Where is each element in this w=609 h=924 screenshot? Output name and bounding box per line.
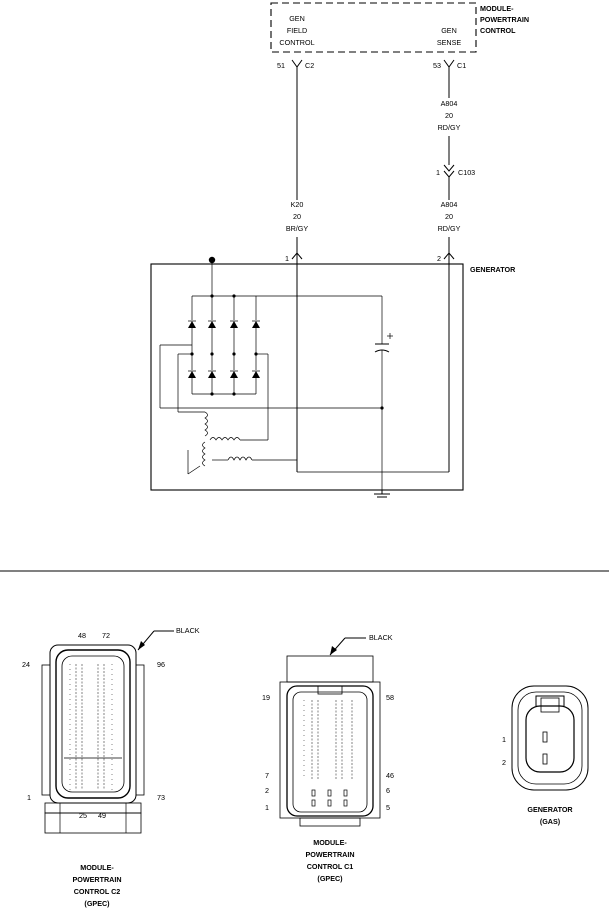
c1-caption-line1: MODULE- (313, 838, 347, 847)
c1-caption-line2: POWERTRAIN (305, 850, 354, 859)
connector-chevron-icon (443, 170, 455, 178)
connector-chevron-icon (443, 59, 455, 68)
case-ground-dot-icon (208, 256, 216, 264)
generator-pin-1: 1 (285, 254, 289, 263)
gen-conn-pin-1: 1 (502, 735, 506, 744)
module-title-line2: POWERTRAIN (480, 15, 529, 24)
generator-block: GENERATOR 1 2 (150, 252, 516, 498)
connector-generator-view: 1 2 GENERATOR (GAS) (502, 685, 589, 826)
c1-pin-19: 19 (262, 693, 270, 702)
c1-caption-line4: (GPEC) (317, 874, 343, 883)
connector-label-c1: C1 (457, 61, 466, 70)
c2-caption-line2: POWERTRAIN (72, 875, 121, 884)
c1-pin-46: 46 (386, 771, 394, 780)
capacitor-icon (374, 296, 393, 490)
ground-icon (374, 490, 390, 498)
wire-a804: A804 20 RD/GY 1 C103 A804 20 RD/GY (436, 67, 475, 253)
gen-conn-caption-line1: GENERATOR (527, 805, 573, 814)
c1-pin-7: 7 (265, 771, 269, 780)
gen-conn-caption-line2: (GAS) (540, 817, 561, 826)
rectifier-bridge (159, 294, 382, 441)
connector-chevron-icon (443, 164, 455, 172)
c1-pin-6: 6 (386, 786, 390, 795)
c1-color-label: BLACK (369, 633, 393, 642)
wire-a804-lower-gauge: 20 (445, 212, 453, 221)
c2-color-label: BLACK (176, 626, 200, 635)
connector-label-c103: C103 (458, 168, 475, 177)
module-pin-53: 53 C1 (433, 59, 466, 70)
c1-caption-line3: CONTROL C1 (307, 862, 354, 871)
gen-field-control-line1: GEN (289, 14, 305, 23)
module-title-line1: MODULE- (480, 4, 514, 13)
wire-k20: K20 20 BR/GY (286, 67, 309, 253)
c2-pin-48: 48 (78, 631, 86, 640)
gen-conn-pin-2: 2 (502, 758, 506, 767)
stator-windings (187, 411, 241, 475)
c2-pin-73: 73 (157, 793, 165, 802)
module-powertrain-control-block: MODULE- POWERTRAIN CONTROL GEN FIELD CON… (270, 2, 529, 53)
pointer-arrow-icon (330, 646, 337, 655)
wire-a804-lower-id: A804 (441, 200, 458, 209)
module-title-line3: CONTROL (480, 26, 516, 35)
module-pin-51: 51 C2 (277, 59, 314, 70)
gen-field-control-line2: FIELD (287, 26, 307, 35)
c2-pin-49: 49 (98, 811, 106, 820)
wire-a804-upper-color: RD/GY (438, 123, 461, 132)
c2-caption-line1: MODULE- (80, 863, 114, 872)
c1-pin-58: 58 (386, 693, 394, 702)
inline-pin-1: 1 (436, 168, 440, 177)
wire-a804-upper-id: A804 (441, 99, 458, 108)
gen-sense-line2: SENSE (437, 38, 462, 47)
c2-pin-96: 96 (157, 660, 165, 669)
generator-pin-2: 2 (437, 254, 441, 263)
c2-pin-24: 24 (22, 660, 30, 669)
pin-number-51: 51 (277, 61, 285, 70)
c2-caption-line3: CONTROL C2 (74, 887, 121, 896)
connector-chevron-icon (291, 59, 303, 68)
wire-k20-color: BR/GY (286, 224, 309, 233)
connector-c1-view: BLACK 19 7 2 1 58 46 6 5 (262, 633, 394, 883)
wire-k20-gauge: 20 (293, 212, 301, 221)
c1-pin-1: 1 (265, 803, 269, 812)
pin-number-53: 53 (433, 61, 441, 70)
gen-field-control-line3: CONTROL (279, 38, 314, 47)
pointer-arrow-icon (138, 641, 145, 650)
c2-pin-72: 72 (102, 631, 110, 640)
wire-k20-id: K20 (291, 200, 304, 209)
generator-label: GENERATOR (470, 265, 516, 274)
connector-label-c2: C2 (305, 61, 314, 70)
connector-c2-view: 48 72 BLACK 24 96 1 73 25 49 MODULE (22, 626, 200, 908)
c2-pin-25: 25 (79, 811, 87, 820)
wire-a804-upper-gauge: 20 (445, 111, 453, 120)
c1-pin-5: 5 (386, 803, 390, 812)
c2-caption-line4: (GPEC) (84, 899, 110, 908)
c1-pin-2: 2 (265, 786, 269, 795)
c2-pin-1: 1 (27, 793, 31, 802)
field-winding (212, 456, 297, 461)
wire-a804-lower-color: RD/GY (438, 224, 461, 233)
gen-sense-line1: GEN (441, 26, 457, 35)
